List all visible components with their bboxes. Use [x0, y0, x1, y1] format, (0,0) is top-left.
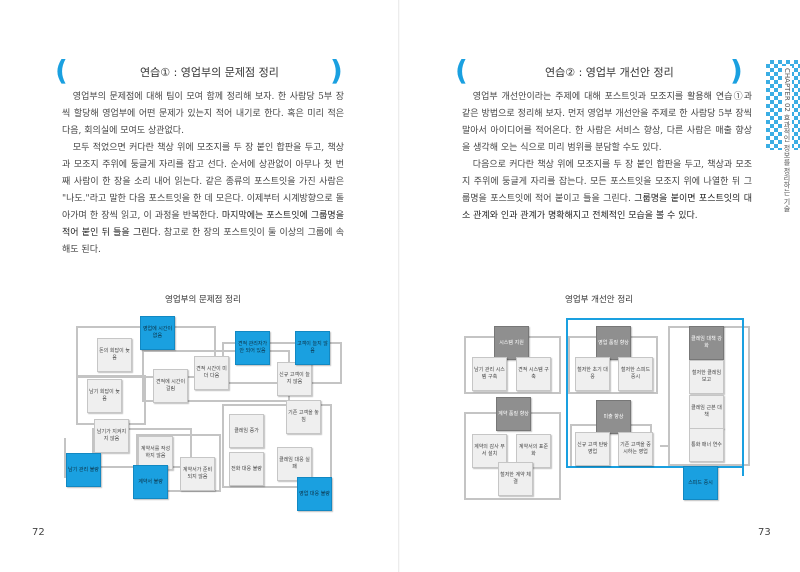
- exercise-title-right: 연습② : 영업부 개선안 정리: [545, 66, 674, 79]
- sticky-note-group: 클레임 대책 강화: [689, 326, 724, 360]
- sticky-note: 돈의 회답이 늦음: [97, 338, 132, 372]
- sticky-note: 통화 매너 연수: [689, 428, 724, 462]
- bracket-open: (: [55, 54, 68, 87]
- sticky-note-group: 시스템 지원: [494, 326, 529, 360]
- body-text-right: 영업부 개선안이라는 주제에 대해 포스트잇과 모조지를 활용해 연습①과 같은…: [462, 89, 752, 225]
- sticky-note: 남기 회답이 늦음: [87, 379, 122, 413]
- sticky-note: 견적에 시간이 걸림: [153, 369, 188, 403]
- sticky-note: 클레임 증가: [229, 414, 264, 448]
- connector: [742, 392, 744, 476]
- page-number-right: 73: [758, 527, 771, 538]
- sticky-note: 견적 시스템 구축: [516, 357, 551, 391]
- sticky-note: 신규 고객 탄탕 영업: [575, 432, 610, 466]
- paragraph: 모두 적었으면 커다란 책상 위에 모조지를 두 장 붙인 합판을 두고, 책상…: [62, 143, 344, 255]
- sticky-note: 전화 대응 불량: [229, 452, 264, 486]
- group-frame: [222, 404, 332, 488]
- sticky-note: 계약서를 작성하지 않음: [138, 436, 173, 470]
- sticky-note: 기존 고객을 중시하는 영업: [618, 432, 653, 466]
- bracket-close: ): [730, 54, 743, 87]
- sticky-note: 계약서 불량: [133, 465, 168, 499]
- body-text-left: 영업부의 문제점에 대해 팀이 모여 함께 정리해 보자. 한 사람당 5부 장…: [62, 89, 344, 259]
- sticky-note: 영업에 시간이 없음: [140, 316, 175, 350]
- paragraph: 영업부 개선안이라는 주제에 대해 포스트잇과 모조지를 활용해 연습①과 같은…: [462, 92, 752, 153]
- chart-title-left: 영업부의 문제점 정리: [165, 295, 241, 305]
- sticky-note-group: 미출 향상: [596, 400, 631, 434]
- bracket-close: ): [330, 54, 343, 87]
- exercise-title-left: 연습① : 영업부의 문제점 정리: [140, 66, 279, 79]
- sticky-note: 신규 고객이 늘지 않음: [277, 362, 312, 396]
- page-number-left: 72: [32, 527, 45, 538]
- sticky-note: 남기 관리 시스템 구축: [472, 357, 507, 391]
- sticky-note: 철저한 초기 대응: [575, 357, 610, 391]
- sticky-note: 남기가 지켜지지 않음: [94, 419, 129, 453]
- sticky-note: 남기 관리 불량: [66, 453, 101, 487]
- paragraph: 영업부의 문제점에 대해 팀이 모여 함께 정리해 보자. 한 사람당 5부 장…: [62, 92, 344, 136]
- connector: [64, 438, 66, 476]
- sticky-note: 스피드 중시: [683, 466, 718, 500]
- sticky-note: 기존 고객을 놓침: [286, 400, 321, 434]
- connector: [660, 445, 670, 447]
- bracket-open: (: [455, 54, 468, 87]
- sticky-note: 고객이 늘지 않음: [295, 331, 330, 365]
- chart-title-right: 영업부 개선안 정리: [565, 295, 633, 305]
- sticky-note: 철저한 계약 체결: [498, 462, 533, 496]
- chapter-tab-label: CHAPTER 02 효과적인 정보를 정리하는 기술: [782, 66, 792, 214]
- sticky-note: 계약의 감사 부서 설치: [472, 434, 507, 468]
- sticky-note: 철저한 클레임 보고: [689, 360, 724, 394]
- sticky-note: 클레임 근본 대책: [689, 395, 724, 429]
- sticky-note: 견적 관리자가 안 되어 있음: [235, 331, 270, 365]
- sticky-note: 계약서가 준비 되지 않음: [180, 457, 215, 491]
- sticky-note: 영업 대응 불량: [297, 477, 332, 511]
- right-page: ( 연습② : 영업부 개선안 정리 ) 영업부 개선안이라는 주제에 대해 포…: [400, 0, 800, 572]
- sticky-note: 클레임 대응 실패: [277, 447, 312, 481]
- group-frame: [136, 434, 221, 492]
- sticky-note-group: 영업 품질 향상: [596, 326, 631, 360]
- left-page: ( 연습① : 영업부의 문제점 정리 ) 영업부의 문제점에 대해 팀이 모여…: [32, 54, 344, 538]
- sticky-note-group: 계약 품질 향상: [496, 397, 531, 431]
- sticky-note: 철저한 스피드 중시: [618, 357, 653, 391]
- sticky-note: 견적 시간이 미더 다음: [194, 356, 229, 390]
- paragraph: 다음으로 커다란 책상 위에 모조지를 두 장 붙인 합판을 두고, 책상과 모…: [462, 160, 752, 221]
